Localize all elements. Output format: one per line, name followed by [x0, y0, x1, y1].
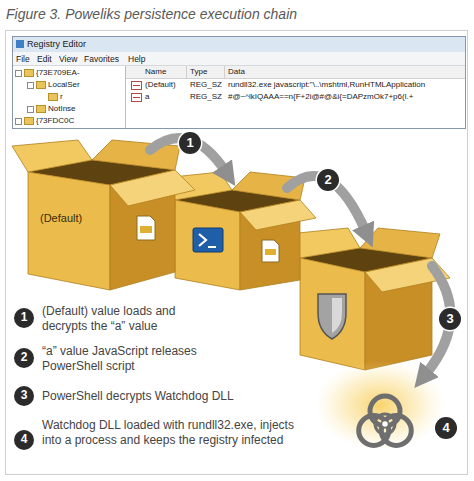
- biohazard-inner-ring: [375, 414, 395, 434]
- box-label: (Default): [40, 212, 195, 224]
- column-header: Data: [228, 67, 245, 77]
- figure-frame: [6, 31, 468, 475]
- box-face: [175, 200, 240, 290]
- column-rule: [224, 66, 225, 78]
- script-file-mark: [265, 249, 276, 255]
- powershell-prompt: [199, 234, 206, 246]
- callout-text: 1: [186, 136, 193, 150]
- script-file-icon: [262, 240, 279, 262]
- menu-item: Help: [128, 54, 145, 64]
- biohazard-center: [382, 421, 389, 428]
- value-icon: [132, 82, 142, 90]
- step-number: 2: [14, 348, 34, 368]
- tree-expander: [28, 83, 34, 89]
- step-description: PowerShell decrypts Watchdog DLL: [42, 389, 302, 404]
- box-flap: [110, 170, 195, 206]
- shield-icon: [318, 294, 346, 339]
- registry-key: NotInse: [48, 104, 76, 114]
- value-type: REG_SZ: [190, 92, 222, 102]
- value-icon: [132, 94, 142, 102]
- header-rule: [126, 78, 465, 79]
- script-file-icon: [137, 216, 155, 240]
- cardboard-box: (Default): [12, 140, 195, 290]
- flow-arrows: [150, 138, 450, 375]
- box-flap: [12, 140, 92, 172]
- value-type: REG_SZ: [190, 80, 222, 90]
- folder-icon: [25, 118, 34, 125]
- biohazard-ring: [359, 416, 389, 446]
- box-flap: [240, 200, 316, 230]
- figure-title: Figure 3. Poweliks persistence execution…: [6, 6, 297, 22]
- column-header: [126, 66, 465, 78]
- shield-highlight: [332, 298, 342, 333]
- folder-icon: [49, 94, 58, 101]
- menu-item: File: [16, 54, 30, 64]
- box-face: [300, 258, 365, 370]
- column-header: Type: [190, 67, 207, 77]
- registry-window: [13, 37, 466, 129]
- tree-expander: [16, 119, 22, 125]
- value-name: a: [145, 92, 149, 102]
- menu-rule: [13, 65, 465, 66]
- step-number: 1: [14, 308, 34, 328]
- tree-expander: [28, 107, 34, 113]
- value-name: (Default): [145, 80, 176, 90]
- folder-icon: [37, 82, 46, 89]
- step-number: 4: [14, 430, 34, 450]
- registry-key: LocalSer: [48, 80, 80, 90]
- registry-key: r: [60, 92, 63, 102]
- callout-text: 2: [21, 351, 28, 364]
- menu-item: View: [59, 54, 77, 64]
- window-border: [13, 37, 466, 129]
- callout-number: 1: [179, 132, 201, 154]
- folder-icon: [37, 106, 46, 113]
- column-header: Name: [145, 67, 166, 77]
- callout-number: 2: [317, 169, 339, 191]
- pane-splitter: [125, 66, 126, 128]
- cardboard-box-3: [288, 228, 450, 370]
- step-description: Watchdog DLL loaded with rundll32.exe, i…: [42, 418, 307, 448]
- value-data: #@~^lkIQAAA==n{F+2i@#@&i{=DAPzmOk7+p6(l.…: [228, 92, 413, 102]
- callout-text: 4: [442, 421, 449, 435]
- callout-number: 3: [439, 308, 461, 330]
- window-title: Registry Editor: [27, 39, 86, 50]
- step-description: “a” value JavaScript releases PowerShell…: [42, 344, 227, 374]
- registry-key: {73E709EA-: [36, 68, 80, 78]
- callout-text: 3: [21, 389, 28, 402]
- value-icon-mark: [133, 97, 140, 98]
- powershell-icon: [193, 228, 223, 252]
- title-bar: [13, 37, 465, 52]
- callout-text: 4: [21, 433, 28, 446]
- step-description: (Default) value loads and decrypts the “…: [42, 304, 217, 334]
- box-flap: [360, 228, 440, 258]
- cardboard-box-1: [12, 140, 195, 290]
- value-data: rundll32.exe javascript:"\..\mshtml,RunH…: [228, 80, 425, 90]
- value-icon-mark: [133, 85, 140, 86]
- box-face: [28, 172, 110, 290]
- menu-item: Edit: [37, 54, 52, 64]
- callout-number: 4: [435, 417, 457, 439]
- column-rule: [186, 66, 187, 78]
- menu-item: Favorites: [84, 54, 119, 64]
- tree-expander: [16, 71, 22, 77]
- step-number: 3: [14, 386, 34, 406]
- registry-key: {73FDC0C: [36, 116, 74, 126]
- callout-text: 3: [446, 312, 453, 326]
- menu-bar: [13, 52, 465, 65]
- app-icon: [16, 40, 24, 48]
- powershell-cursor: [208, 246, 216, 248]
- script-file-mark: [140, 226, 152, 233]
- callout-text: 1: [21, 311, 28, 324]
- folder-icon: [25, 70, 34, 77]
- callout-text: 2: [324, 173, 331, 187]
